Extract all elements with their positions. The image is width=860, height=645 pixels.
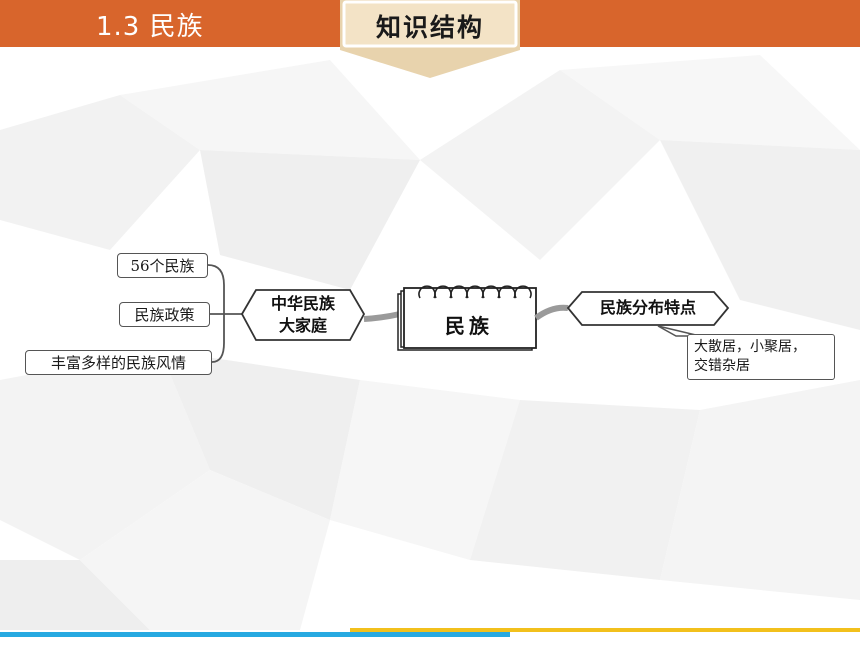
distribution-note: 大散居，小聚居， 交错杂居 [687, 334, 835, 380]
right-branch-label: 民族分布特点 [599, 298, 696, 317]
notebook-rings [418, 285, 532, 299]
note-line2: 交错杂居 [694, 358, 750, 374]
note-line1: 大散居，小聚居， [694, 339, 806, 355]
section-label: 知识结构 [375, 13, 484, 42]
footer-stripe-yellow [350, 628, 860, 632]
left-branch-line1: 中华民族 [270, 294, 335, 313]
left-branch-label: 中华民族 大家庭 [256, 293, 350, 337]
section-tab-shape [340, 0, 520, 78]
footer-stripe-blue [0, 632, 510, 637]
leaf-ethnic-policy: 民族政策 [119, 302, 210, 327]
right-branch-shape [566, 291, 730, 326]
leaf-56-ethnic-groups: 56个民族 [117, 253, 208, 278]
center-right-connector [534, 304, 569, 321]
left-branch-line2: 大家庭 [278, 316, 327, 335]
left-branch-shape [240, 289, 366, 341]
section-tab: 知识结构 [334, 0, 526, 80]
leaf-ethnic-customs: 丰富多样的民族风情 [25, 350, 212, 375]
center-left-connector [363, 311, 401, 322]
lesson-title: 1.3 民族 [96, 12, 204, 42]
center-node-title: 民族 [445, 314, 493, 338]
